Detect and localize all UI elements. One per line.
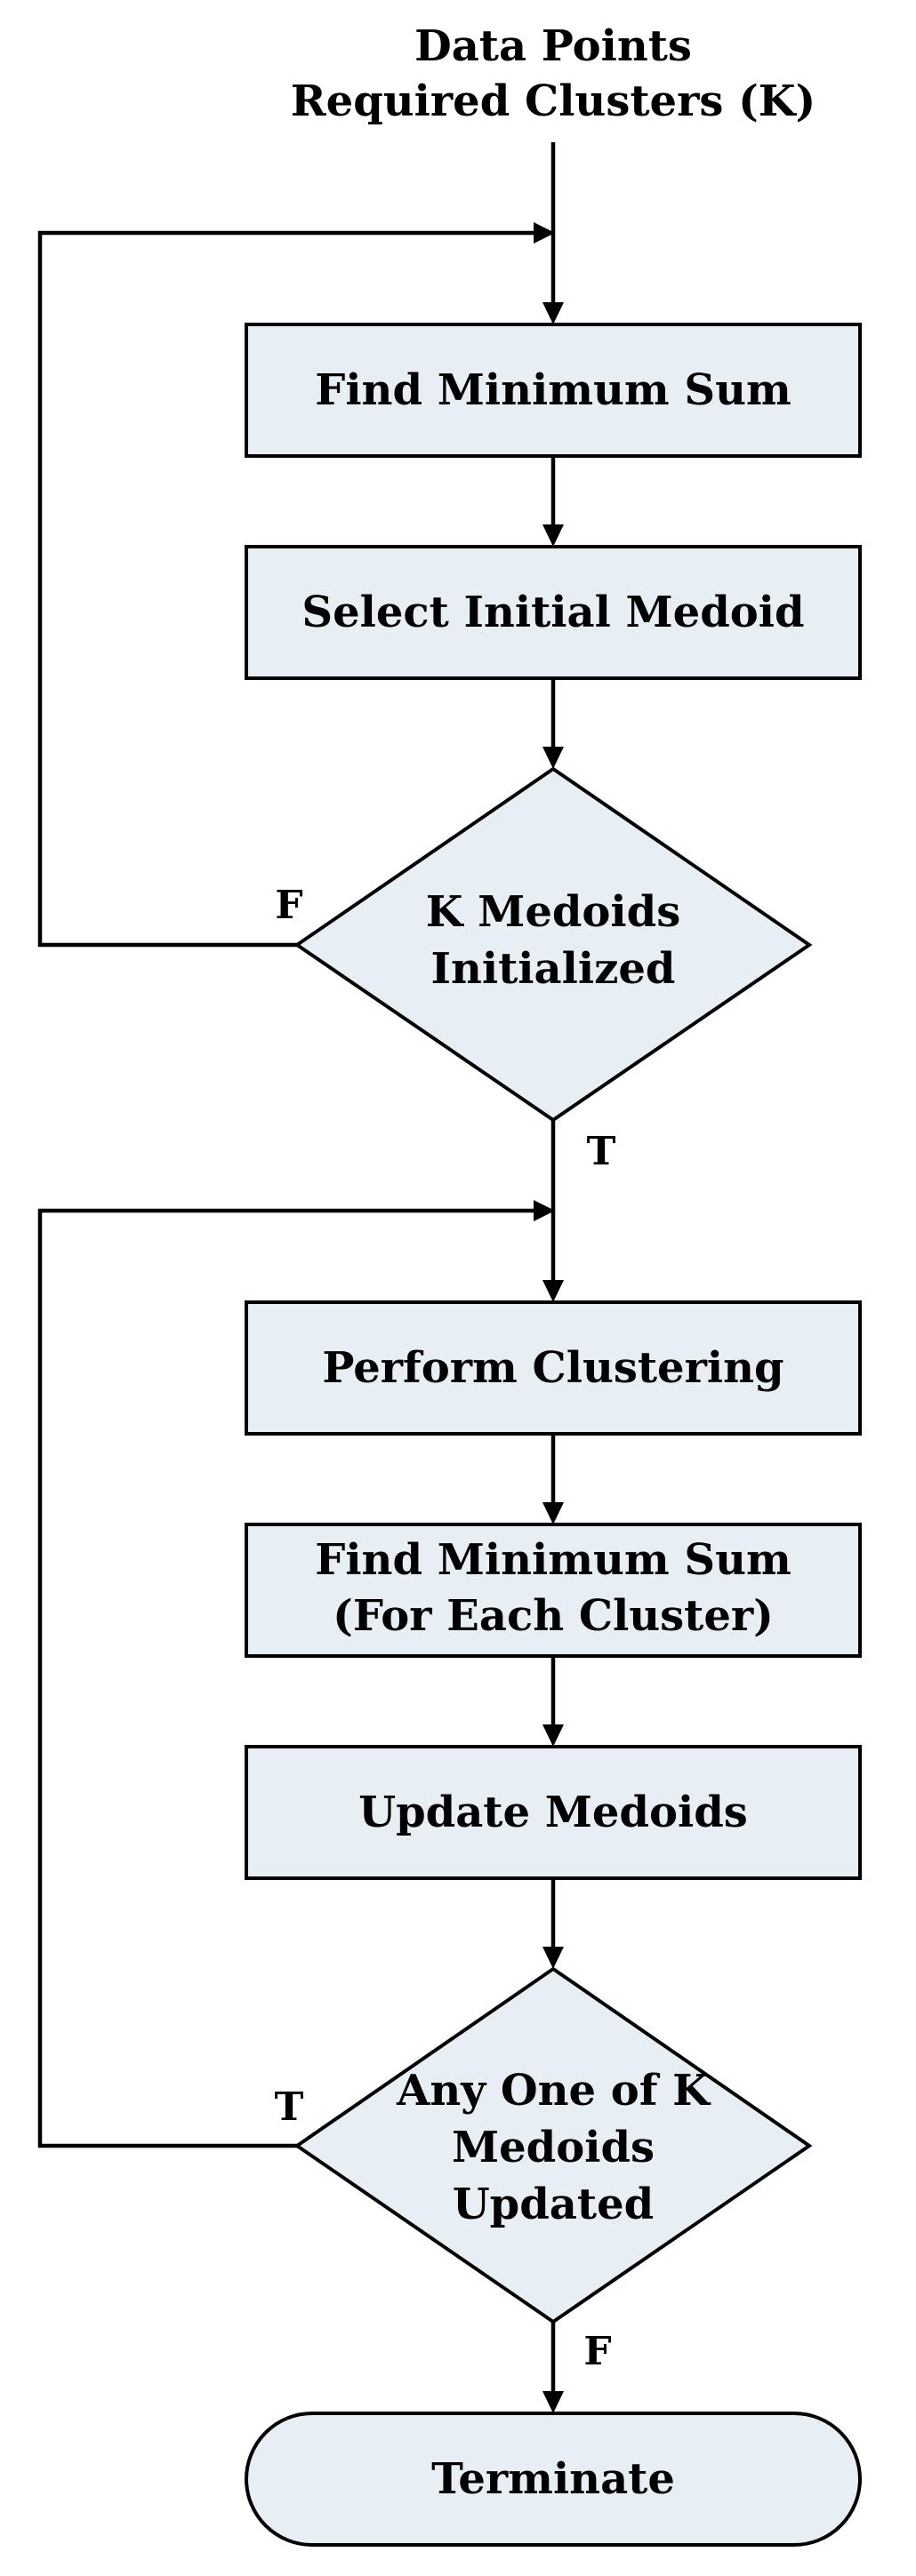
decision-initialized-line2: Initialized: [431, 944, 676, 994]
arrowhead-loop-back-initialization: [534, 222, 555, 244]
find-minimum-sum-label: Find Minimum Sum: [315, 365, 791, 415]
find-minimum-sum-each-line1: Find Minimum Sum: [315, 1535, 791, 1585]
update-medoids-label: Update Medoids: [358, 1788, 748, 1837]
decision-initialized-line1: K Medoids: [426, 887, 681, 937]
select-initial-medoid-label: Select Initial Medoid: [301, 588, 804, 637]
loop-back-path-initialization: [37, 230, 534, 948]
arrowhead-to-terminate: [542, 2391, 564, 2413]
find-minimum-sum-box: [245, 323, 862, 458]
input-label-data-points: Data Points: [414, 21, 692, 71]
arrowhead-to-select-medoid: [542, 524, 564, 547]
find-minimum-sum-each-cluster-box: [245, 1523, 862, 1658]
arrowhead-to-find-min-sum: [542, 302, 564, 324]
decision-initialized-false-label: F: [275, 883, 302, 928]
loop-back-path-update: [37, 1208, 534, 2148]
terminate-label: Terminate: [431, 2454, 675, 2504]
input-label-required-clusters: Required Clusters (K): [291, 76, 816, 126]
decision-initialized-true-label: T: [587, 1129, 616, 1174]
arrowhead-loop-back-update: [534, 1200, 555, 1221]
perform-clustering-label: Perform Clustering: [322, 1343, 783, 1393]
decision-updated-line1: Any One of K: [396, 2066, 711, 2116]
decision-updated-line3: Updated: [453, 2180, 654, 2229]
terminate-node: [245, 2412, 862, 2547]
decision-updated-line2: Medoids: [452, 2123, 655, 2172]
arrowhead-to-update-medoids: [542, 1724, 564, 1747]
arrowhead-to-decision-initialized: [542, 747, 564, 769]
decision-updated-false-label: F: [583, 2329, 611, 2374]
arrowhead-to-decision-updated: [542, 1947, 564, 1969]
find-minimum-sum-each-line2: (For Each Cluster): [333, 1591, 774, 1641]
arrowhead-to-perform-clustering: [542, 1280, 564, 1302]
arrowhead-to-find-min-sum-each: [542, 1502, 564, 1524]
decision-updated-true-label: T: [275, 2084, 304, 2130]
